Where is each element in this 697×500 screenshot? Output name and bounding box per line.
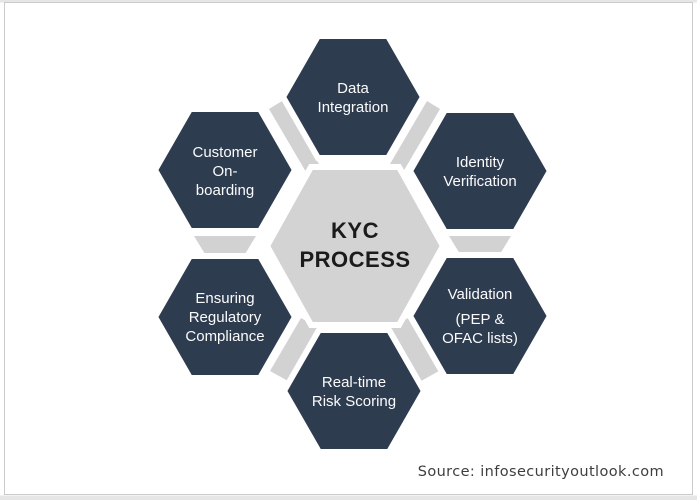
center-title-line1: KYC: [331, 218, 379, 243]
hexagon-data-integration: [279, 33, 427, 161]
connector-data-identity: [390, 101, 440, 172]
label-risk-scoring-line2: Risk Scoring: [312, 393, 396, 410]
label-risk-scoring-line1: Real-time: [322, 374, 386, 391]
label-identity-verification-line2: Verification: [443, 173, 516, 190]
label-validation-line2: (PEP &: [456, 311, 505, 328]
label-compliance-line3: Compliance: [185, 328, 264, 345]
center-title-line2: PROCESS: [299, 247, 410, 272]
connector-validation-riskscoring: [390, 318, 439, 381]
label-compliance-line2: Regulatory: [189, 309, 262, 326]
label-validation-line3: OFAC lists): [442, 330, 518, 347]
label-compliance-line1: Ensuring: [195, 290, 254, 307]
frame-border: [4, 2, 693, 495]
connector-compliance-riskscoring: [270, 318, 319, 381]
label-data-integration-line1: Data: [337, 80, 369, 97]
hexagon-real-time-risk-scoring: [280, 327, 428, 455]
hexagon-regulatory-compliance: [151, 253, 299, 381]
connector-identity-validation: [449, 236, 511, 254]
label-data-integration-line2: Integration: [318, 99, 389, 116]
hexagon-identity-verification: [406, 107, 554, 235]
connector-customer-compliance: [194, 236, 256, 254]
label-customer-onboarding-line2: On-: [212, 163, 237, 180]
label-validation-line1: Validation: [448, 286, 513, 303]
hexagon-customer-onboarding: [151, 106, 299, 234]
label-customer-onboarding-line3: boarding: [196, 182, 254, 199]
hexagon-validation: [406, 252, 554, 380]
hexagon-kyc-process: [263, 164, 447, 328]
label-identity-verification-line1: Identity: [456, 154, 505, 171]
source-attribution: Source: infosecurityoutlook.com: [418, 464, 664, 480]
connector-customer-data: [269, 101, 319, 172]
top-edge-band: [0, 0, 697, 3]
bottom-edge-band: [0, 495, 697, 500]
label-customer-onboarding-line1: Customer: [192, 144, 257, 161]
